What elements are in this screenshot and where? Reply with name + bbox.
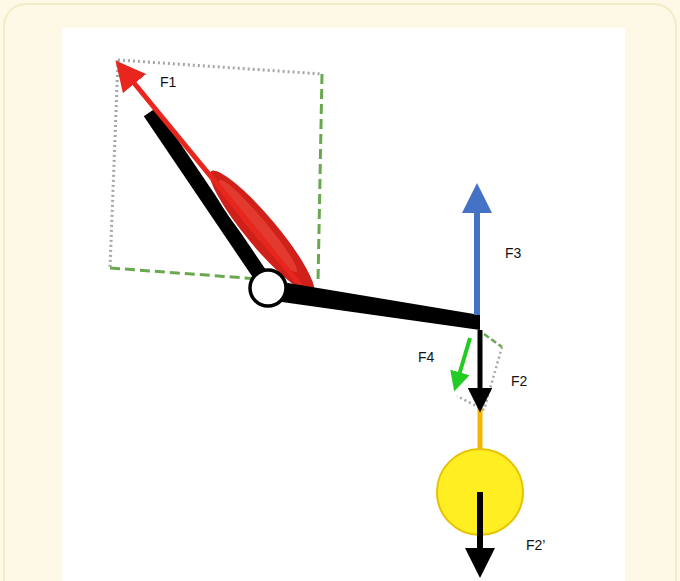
component-line [118,60,322,74]
force-arrow [477,492,483,563]
force-arrow [474,198,480,315]
component-line [110,60,118,268]
component-line [484,347,502,410]
force-label: F2 [511,374,527,388]
joint [250,270,286,306]
force-arrow [478,330,483,400]
force-label: F4 [418,350,434,364]
lower-bone [282,282,480,330]
force-arrow [125,72,300,285]
component-line [484,334,502,347]
muscle [213,175,302,277]
component-line [318,74,322,283]
force-arrow [457,338,470,382]
force-label: F3 [505,246,521,260]
force-label: F2’ [526,538,545,552]
force-label: F1 [160,75,176,89]
outer-frame [4,4,676,581]
panel [62,28,625,581]
